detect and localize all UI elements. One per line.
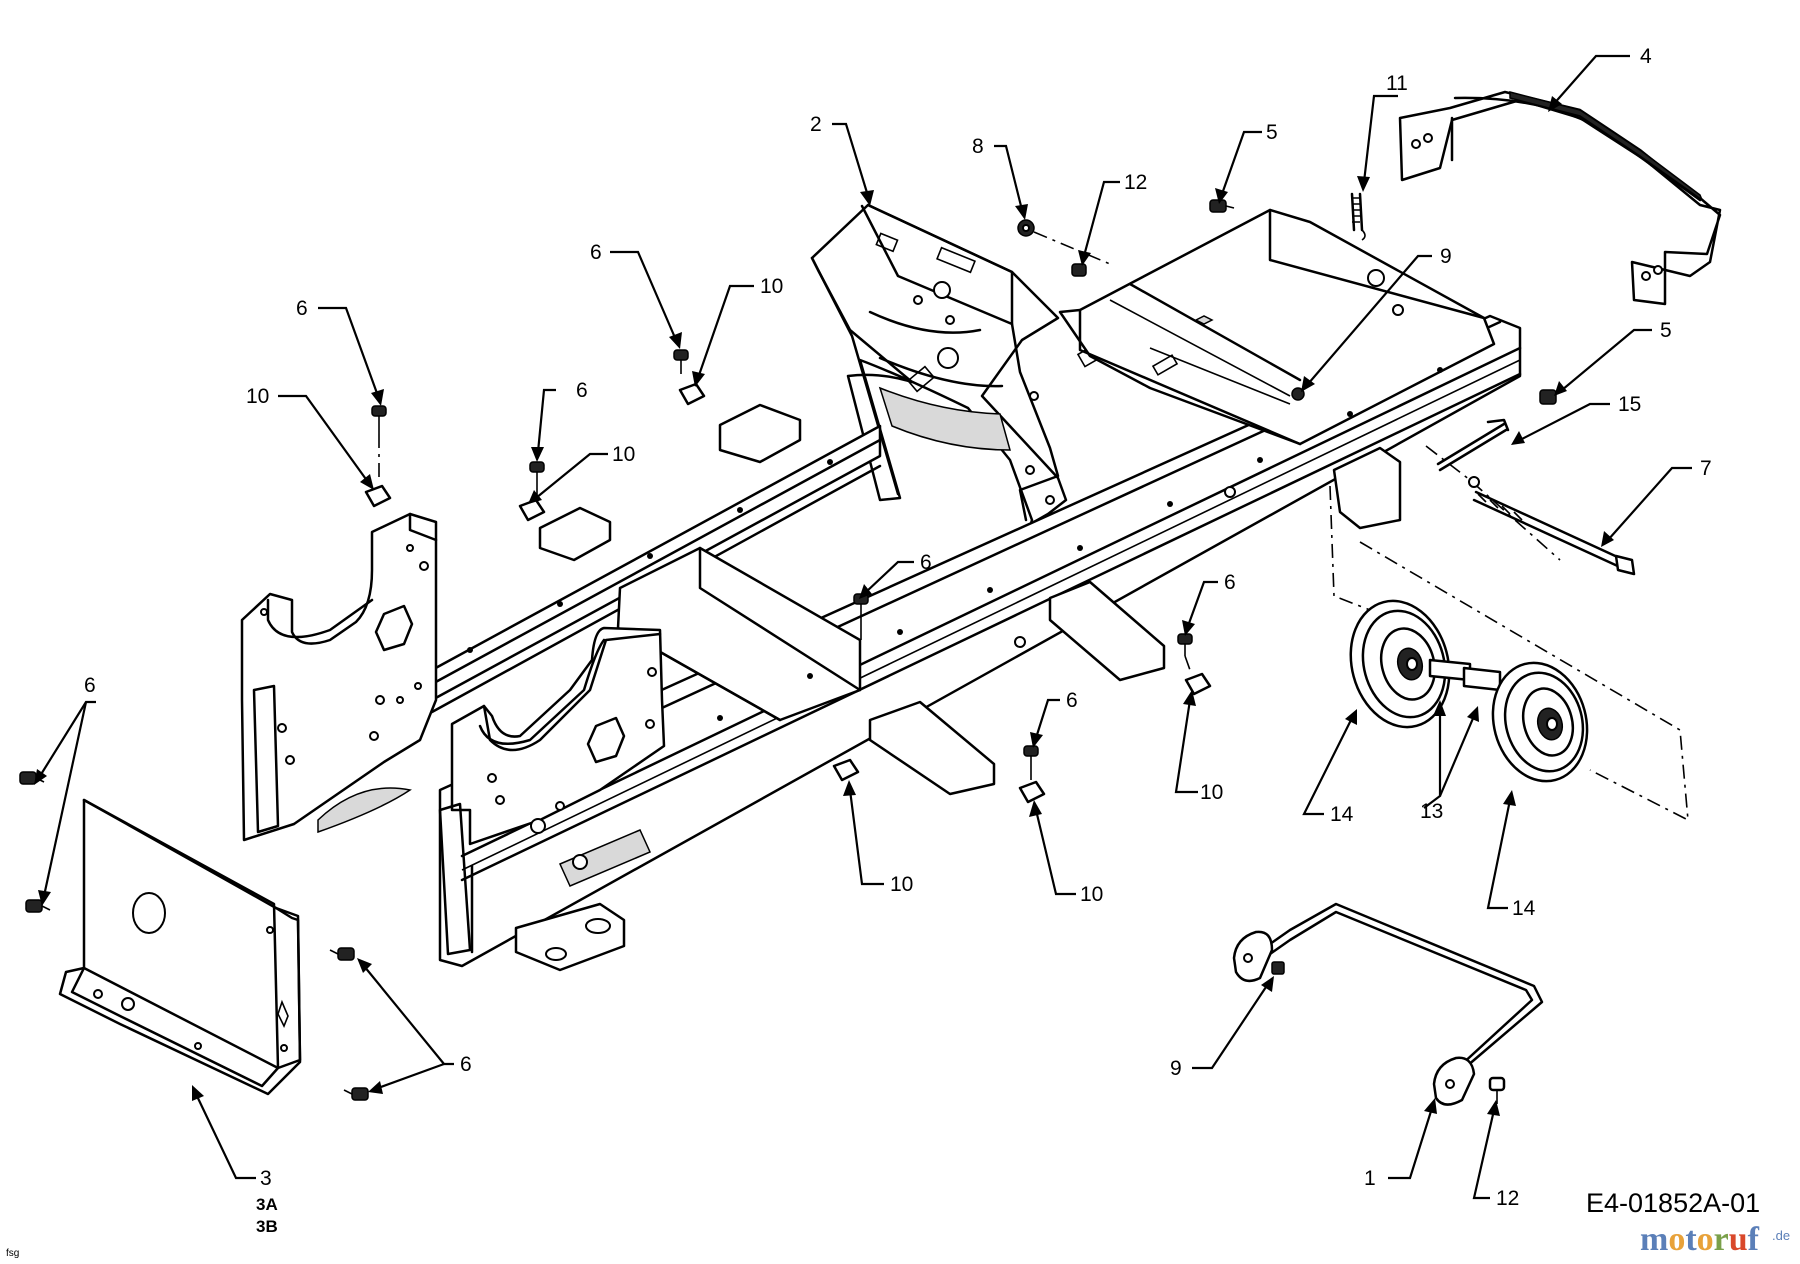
part-14-pulley-left — [1349, 599, 1451, 729]
side-plate-left-rear — [240, 512, 438, 842]
callout-6: 6 — [576, 379, 588, 402]
leader-lines — [34, 54, 1692, 1200]
fasteners — [19, 199, 1557, 1104]
callout-13: 13 — [1420, 800, 1443, 823]
callout-3: 3 — [260, 1167, 272, 1190]
part-4-rear-bumper — [1398, 90, 1722, 306]
part-1-lift-rod — [1232, 902, 1544, 1106]
clip-nut-10-icon — [1018, 780, 1046, 804]
part-2-steering-support — [810, 203, 1161, 562]
callout-5: 5 — [1266, 121, 1278, 144]
bolt-6-icon — [329, 947, 355, 961]
nut-9-icon — [1291, 387, 1305, 401]
watermark-letter-f: f — [1748, 1221, 1760, 1258]
nut-8-icon — [1017, 219, 1035, 237]
bolt-5-icon — [1209, 199, 1235, 213]
callout-10: 10 — [612, 443, 635, 466]
callout-6: 6 — [460, 1053, 472, 1076]
part-11-spring — [1350, 192, 1366, 241]
part-3-front-plate — [58, 798, 302, 1096]
callout-6: 6 — [84, 674, 96, 697]
clip-nut-10-icon — [678, 382, 706, 406]
callout-6: 6 — [590, 241, 602, 264]
footer-mark: fsg — [6, 1248, 19, 1259]
callout-6: 6 — [1066, 689, 1078, 712]
callout-9: 9 — [1440, 245, 1452, 268]
callout-10: 10 — [246, 385, 269, 408]
part-15-rod — [1436, 418, 1510, 488]
svg-text:motoruf: motoruf — [1640, 1221, 1760, 1258]
watermark-letter-t: t — [1685, 1221, 1697, 1258]
callout-3b: 3B — [256, 1217, 278, 1236]
callout-11: 11 — [1386, 72, 1408, 95]
callout-6: 6 — [1224, 571, 1236, 594]
watermark-letter-o: o — [1668, 1221, 1685, 1258]
watermark-letter-o: o — [1697, 1221, 1714, 1258]
clip-nut-10-icon — [364, 484, 392, 508]
callout-2: 2 — [810, 113, 822, 136]
bolt-6-icon — [25, 899, 51, 913]
bolt-6-icon — [1023, 745, 1039, 766]
callout-14: 14 — [1330, 803, 1354, 826]
watermark-logo: motoruf .de — [1640, 1221, 1790, 1258]
watermark-tld: .de — [1772, 1228, 1790, 1243]
nut-9-icon — [1271, 961, 1285, 975]
callout-14: 14 — [1512, 897, 1536, 920]
callout-12: 12 — [1124, 171, 1147, 194]
callout-5: 5 — [1660, 319, 1672, 342]
clip-nut-10-icon — [1184, 672, 1212, 696]
bolt-6-icon — [673, 349, 689, 374]
callout-3a: 3A — [256, 1195, 278, 1214]
callout-8: 8 — [972, 135, 984, 158]
pulley-centerlines — [1329, 445, 1689, 822]
callout-10: 10 — [1200, 781, 1223, 804]
callout-7: 7 — [1700, 457, 1712, 480]
bolt-6-icon — [371, 405, 387, 434]
callout-4: 4 — [1640, 45, 1652, 68]
callout-15: 15 — [1618, 393, 1641, 416]
frame-main — [430, 208, 1522, 972]
callout-9: 9 — [1170, 1057, 1182, 1080]
bolt-12-icon — [1488, 1076, 1506, 1104]
watermark-letter-m: m — [1640, 1221, 1668, 1258]
callout-10: 10 — [890, 873, 913, 896]
callout-6: 6 — [920, 551, 932, 574]
bolt-6-icon — [1177, 633, 1193, 656]
clip-nut-10-icon — [832, 758, 860, 782]
part-13-pulley-spacers — [1428, 658, 1502, 692]
callout-12: 12 — [1496, 1187, 1519, 1210]
clip-nut-10-icon — [518, 498, 546, 522]
part-7-axle-bolt — [1472, 490, 1636, 576]
bolt-5-icon — [1539, 389, 1557, 405]
side-plate-left-front — [438, 626, 666, 956]
diagram-code: E4-01852A-01 — [1586, 1188, 1760, 1218]
callout-6: 6 — [296, 297, 308, 320]
callout-1: 1 — [1364, 1167, 1376, 1190]
bolt-12-icon — [1071, 263, 1087, 277]
callout-10: 10 — [760, 275, 783, 298]
bolt-6-icon — [529, 461, 545, 488]
part-14-pulley-right — [1491, 661, 1589, 783]
watermark-letter-r: r — [1714, 1221, 1729, 1258]
callout-labels: 4 11 2 8 5 12 9 6 10 6 10 6 10 5 15 7 6 … — [84, 45, 1712, 1236]
watermark-letter-u: u — [1729, 1221, 1748, 1258]
bolt-6-icon — [343, 1087, 369, 1101]
callout-10: 10 — [1080, 883, 1103, 906]
